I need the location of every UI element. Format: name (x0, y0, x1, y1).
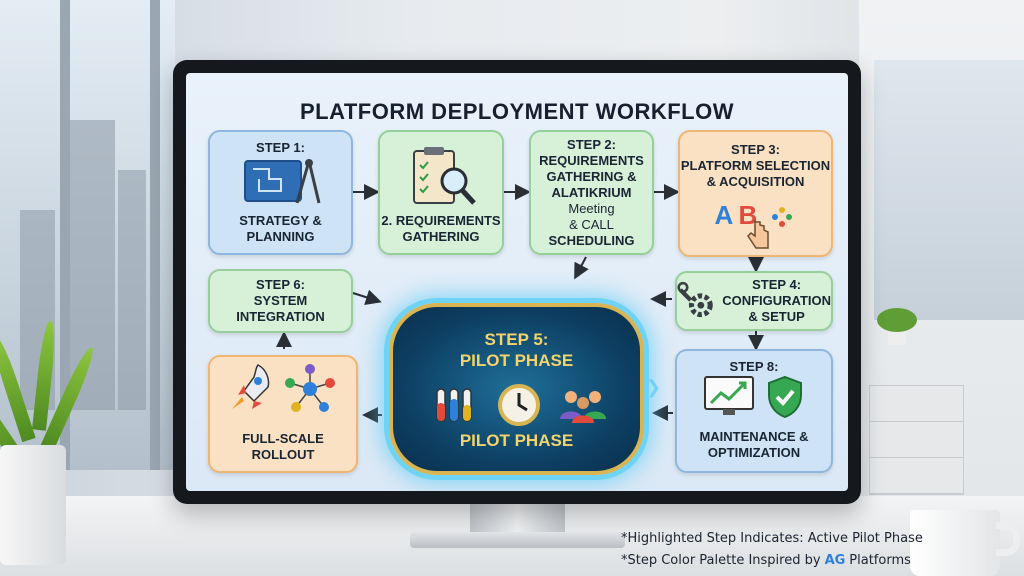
background-window (0, 0, 175, 470)
background-window-right (874, 60, 1024, 320)
plant-pot (0, 445, 66, 565)
network-people-icon (285, 364, 335, 412)
step-strategy-planning: STEP 1: STRATEGY & PLANNING (208, 130, 353, 255)
step-text: STEP 4: CONFIGURATION & SETUP (722, 277, 831, 325)
step-label-line: ALATIKRIUM (551, 184, 632, 200)
step-label-line: SCHEDULING (548, 232, 635, 248)
step-label-line: & CALL (569, 216, 614, 232)
footnote-color-palette: *Step Color Palette Inspired by AG Platf… (621, 553, 911, 568)
step-label-line1: STRATEGY & (239, 213, 322, 228)
rocket-icon (232, 364, 270, 409)
pilot-footer: PILOT PHASE (459, 431, 574, 450)
logo-letter-a: A (714, 200, 734, 230)
sparkle-logo-icon (771, 207, 792, 227)
step-number: STEP 3: (731, 142, 780, 157)
clock-icon (498, 384, 540, 426)
step-label-line: GATHERING & (546, 168, 637, 184)
step-number: STEP 8: (729, 359, 779, 374)
clipboard-magnifier-icon (413, 147, 476, 205)
step-label-line2: PLANNING (246, 229, 315, 244)
step-label-line1: 2. REQUIREMENTS (381, 213, 501, 228)
step-full-scale-rollout: FULL-SCALE ROLLOUT (208, 355, 358, 473)
step-pilot-phase-active: STEP 5: PILOT PHASE PILOT PHASE (389, 303, 644, 475)
rollout-icons (228, 361, 338, 417)
step-label-line: ROLLOUT (251, 447, 315, 462)
step-number: STEP 4: (752, 277, 802, 292)
footnote-active-step: *Highlighted Step Indicates: Active Pilo… (621, 531, 923, 546)
step-requirements-scheduling: STEP 2: REQUIREMENTS GATHERING & ALATIKR… (529, 130, 654, 255)
step-label-line: PILOT PHASE (459, 351, 574, 370)
monitor-stand-base (410, 532, 625, 548)
step-platform-selection: STEP 3: PLATFORM SELECTION & ACQUISITION… (678, 130, 833, 257)
step-label-line: INTEGRATION (236, 309, 325, 324)
step-label-line: & ACQUISITION (706, 174, 805, 189)
step-maintenance-optimization: STEP 8: MAINTENANCE & OPTIMIZATION (675, 349, 833, 473)
coffee-mug (910, 510, 1000, 576)
monitor-screen: PLATFORM DEPLOYMENT WORKFLOW STEP 1: (186, 73, 848, 491)
step-number: STEP 2: (567, 136, 616, 152)
hand-pointer-icon (746, 220, 769, 249)
shield-check-icon (768, 375, 802, 419)
step-label-line: OPTIMIZATION (707, 445, 801, 460)
wrench-gear-icon (677, 281, 713, 318)
step-label-line2: GATHERING (402, 229, 480, 244)
step-system-integration: STEP 6: SYSTEM INTEGRATION (208, 269, 353, 333)
step-label-line: SYSTEM (253, 293, 308, 308)
ag-logo: AG (824, 553, 846, 568)
step-label-line: & SETUP (748, 309, 805, 324)
maintenance-icons (703, 375, 805, 419)
step-requirements-gathering: 2. REQUIREMENTS GATHERING (378, 130, 504, 255)
monitor-growth-icon (704, 376, 754, 415)
monitor: PLATFORM DEPLOYMENT WORKFLOW STEP 1: (173, 60, 861, 504)
blueprint-compass-icon (243, 159, 320, 204)
step-number: STEP 6: (256, 277, 305, 292)
footnote-suffix: Platforms (849, 553, 911, 568)
pilot-heading: STEP 5: PILOT PHASE (393, 329, 640, 371)
footnote-prefix: *Step Color Palette Inspired by (621, 553, 821, 568)
logo-letter-b: B (738, 200, 758, 230)
step-label-line: MAINTENANCE & (699, 429, 809, 444)
step-label-line: PLATFORM SELECTION (680, 158, 831, 173)
flow-arrows (276, 184, 764, 423)
step-number: STEP 5: (484, 330, 549, 349)
filing-cabinet (869, 385, 964, 495)
step-label-line: Meeting (568, 200, 615, 216)
step-label-line: CONFIGURATION (722, 293, 831, 308)
ab-hand-click-icon: A B (711, 196, 801, 249)
step-configuration-setup: STEP 4: CONFIGURATION & SETUP (675, 271, 833, 331)
chevron-right-icon: ❯ (646, 377, 662, 398)
coffee-mug-handle (996, 522, 1020, 556)
step-number: STEP 1: (256, 140, 305, 155)
diagram-title: PLATFORM DEPLOYMENT WORKFLOW (300, 99, 734, 124)
small-plant-icon (877, 308, 917, 345)
step-label-line: REQUIREMENTS (539, 152, 644, 168)
test-tubes-icon (436, 388, 472, 422)
step-label-line: FULL-SCALE (242, 431, 324, 446)
team-icon (560, 391, 606, 423)
